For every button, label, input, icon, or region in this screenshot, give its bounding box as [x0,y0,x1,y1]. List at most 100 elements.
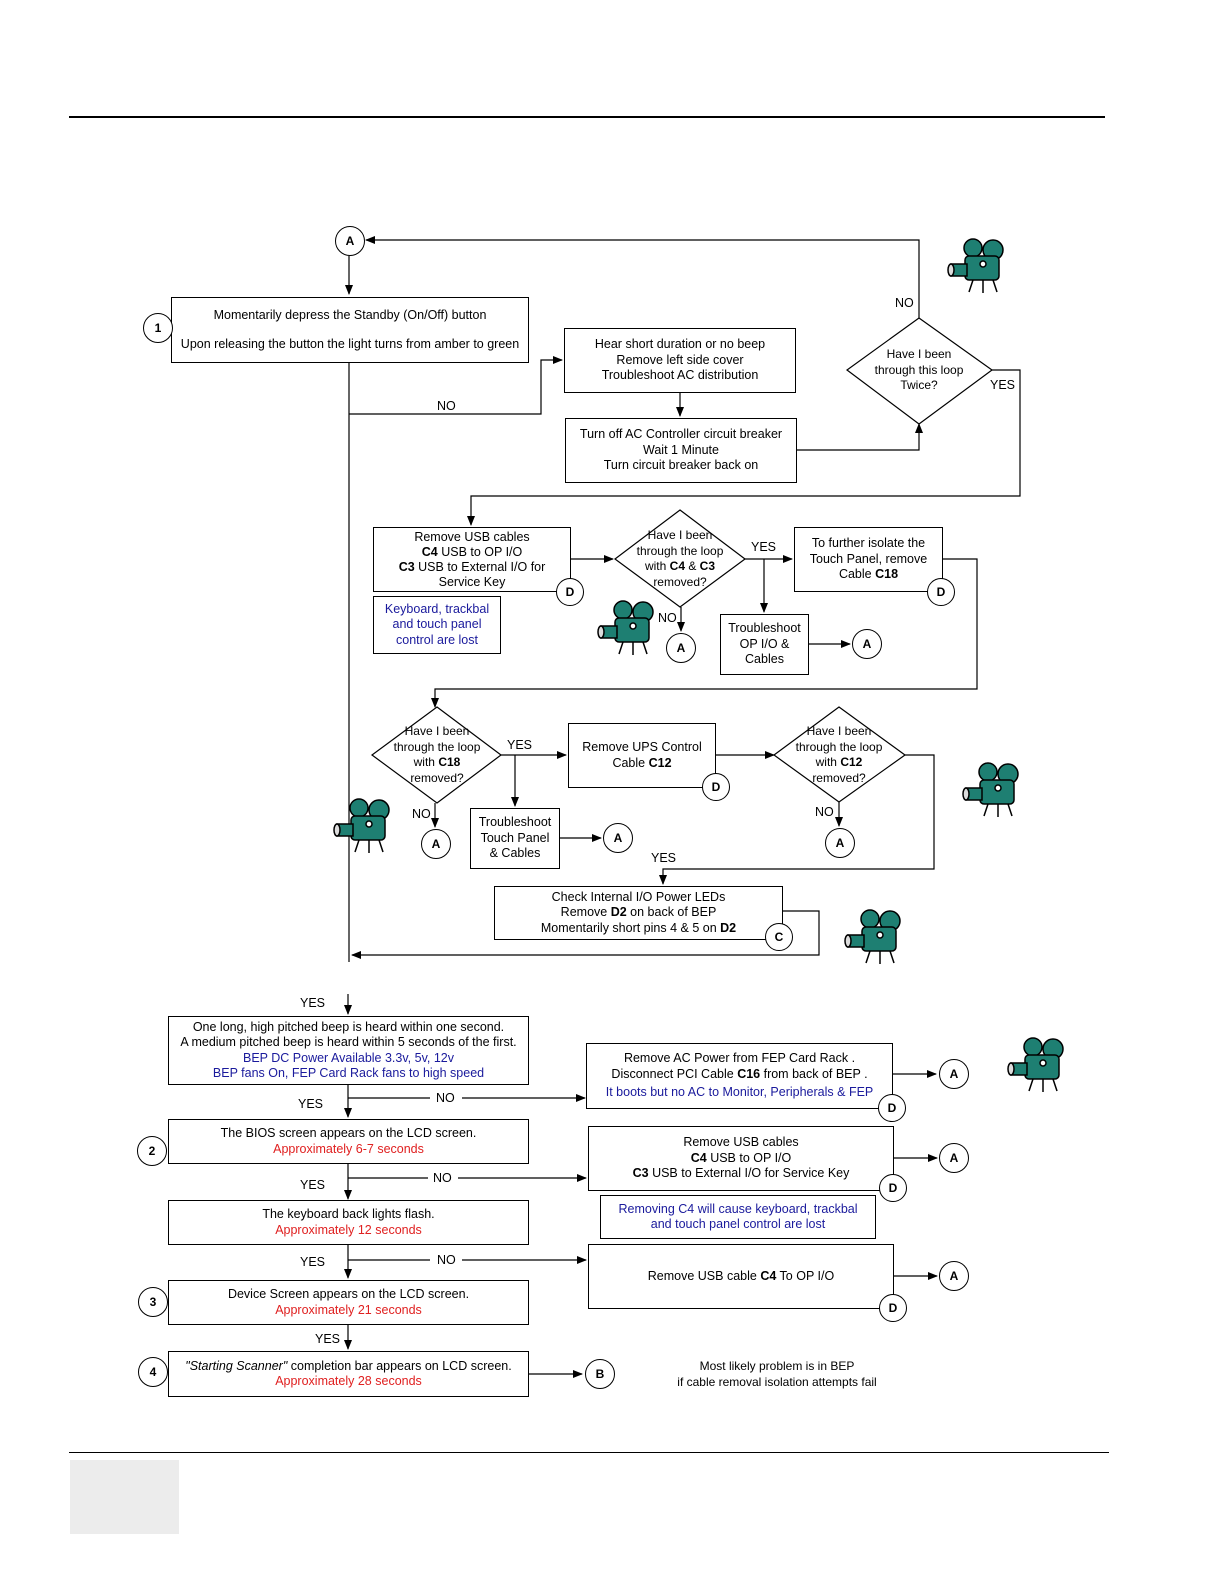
note-text: and touch panel [392,617,482,632]
decision-text: & [685,559,700,573]
label-no: NO [815,805,834,819]
box-text: USB to OP I/O [706,1150,792,1165]
label-no: NO [437,1253,456,1267]
box-text: Remove USB cable [647,1268,761,1283]
label-no: NO [433,1171,452,1185]
video-camera-icon [597,600,654,655]
note-text: Removing C4 will cause keyboard, trackba… [618,1201,858,1216]
connector-d: D [878,1094,906,1122]
step-number-badge: 3 [138,1287,168,1317]
cable-id: C3 [699,559,716,573]
connector-d: D [879,1174,907,1202]
box-text: A medium pitched beep is heard within 5 … [180,1035,517,1049]
label-no: NO [658,611,677,625]
cable-id: C16 [737,1066,761,1081]
decision-c18-text: Have I been through the loop with C18 re… [394,724,481,786]
box-text: USB to External I/O for [418,559,546,574]
box-text: To further isolate the [811,536,926,551]
connector-a-start: A [335,226,365,256]
decision-text: Have I been [806,724,872,738]
connector-a: A [666,633,696,663]
video-camera-icon [962,762,1019,817]
box-text: Momentarily short pins 4 & 5 on [540,920,721,935]
step-text: Momentarily depress the Standby (On/Off)… [213,307,487,322]
box-text: OP I/O & [739,636,790,651]
decision-c4c3-text: Have I been through the loop with C4 & C… [637,528,724,590]
connector-c: C [765,923,793,951]
connector-a: A [603,823,633,853]
connector-d: D [927,578,955,606]
step-timing: Approximately 12 seconds [275,1222,422,1237]
twice-decision-shape [845,317,994,425]
box-text: Troubleshoot [478,815,552,830]
decision-text: removed? [410,770,464,785]
connector-d: D [879,1294,907,1322]
box-text: Troubleshoot AC distribution [601,368,759,383]
note-usb-c4-warning: Removing C4 will cause keyboard, trackba… [600,1195,876,1239]
box-remove-usb-2: Remove USB cables C4 USB to OP I/O C3 US… [588,1126,894,1191]
box-text: Hear short duration or no beep [594,337,766,352]
box-isolate-c18: To further isolate the Touch Panel, remo… [794,527,943,592]
box-beeps: One long, high pitched beep is heard wit… [168,1016,529,1085]
c12-decision-shape [772,706,907,803]
label-no: NO [895,296,914,310]
cable-id: C18 [438,755,461,769]
box-remove-fep-power: Remove AC Power from FEP Card Rack . Dis… [586,1043,893,1109]
video-camera-icon [333,798,390,853]
label-yes: YES [651,851,677,865]
box-text: BEP fans On, FEP Card Rack fans to high … [212,1066,485,1080]
step-timing: Approximately 28 seconds [275,1374,422,1388]
box-text: on back of BEP [626,905,717,920]
cable-id: C12 [648,755,672,770]
box-text: It boots but no AC to Monitor, Periphera… [605,1085,874,1100]
connector-a: A [939,1261,969,1291]
step-starting-scanner: "Starting Scanner" completion bar appear… [168,1351,529,1397]
decision-text: removed? [812,770,866,785]
step-text: The keyboard back lights flash. [262,1207,435,1221]
step-text: completion bar appears on LCD screen. [287,1358,512,1373]
connector-a: A [825,828,855,858]
note-text: control are lost [396,632,478,647]
c4c3-decision-shape [613,509,747,608]
decision-text: through the loop [795,739,883,754]
note-text: and touch panel control are lost [650,1217,826,1231]
box-text: Turn circuit breaker back on [603,458,759,473]
box-text: Touch Panel [480,830,550,845]
connector-a: A [939,1143,969,1173]
step-number-badge: 2 [137,1136,167,1166]
video-camera-icon [844,909,901,964]
box-text: Remove [560,905,611,920]
label-yes: YES [300,996,326,1010]
decision-text: through the loop [393,739,481,754]
cable-id: C18 [875,567,899,582]
box-text: Service Key [438,574,506,589]
step-timing: Approximately 6-7 seconds [273,1141,424,1156]
connector-d: D [702,773,730,801]
decision-text: through the loop [636,543,724,558]
note-bep-problem: Most likely problem is in BEP if cable r… [677,1359,876,1390]
box-text: One long, high pitched beep is heard wit… [192,1019,505,1034]
box-text: Disconnect PCI Cable [611,1066,738,1081]
box-text: Remove USB cables [414,529,530,544]
decision-text: with [413,755,439,769]
step-number-badge: 4 [138,1357,168,1387]
c18-decision-shape [370,706,502,804]
video-camera-icon [1007,1037,1064,1092]
label-yes: YES [298,1097,324,1111]
cable-id: D2 [610,905,627,920]
connector-b: B [585,1359,615,1389]
decision-text: with [644,559,670,573]
step-standby-button: Momentarily depress the Standby (On/Off)… [171,297,529,363]
box-troubleshoot-op-io: Troubleshoot OP I/O & Cables [720,614,809,675]
box-text: from back of BEP . [760,1066,868,1081]
video-camera-icon [947,238,1004,293]
box-text: Check Internal I/O Power LEDs [551,889,726,904]
note-text: if cable removal isolation attempts fail [677,1374,877,1389]
decision-c12-text: Have I been through the loop with C12 re… [796,724,883,786]
step-device-screen: Device Screen appears on the LCD screen.… [168,1280,529,1325]
box-text: Turn off AC Controller circuit breaker [579,427,783,442]
box-remove-usb: Remove USB cables C4 USB to OP I/O C3 US… [373,527,571,592]
box-text: Wait 1 Minute [643,442,719,457]
cable-id: C4 [760,1268,777,1283]
cable-id: C3 [632,1166,649,1181]
